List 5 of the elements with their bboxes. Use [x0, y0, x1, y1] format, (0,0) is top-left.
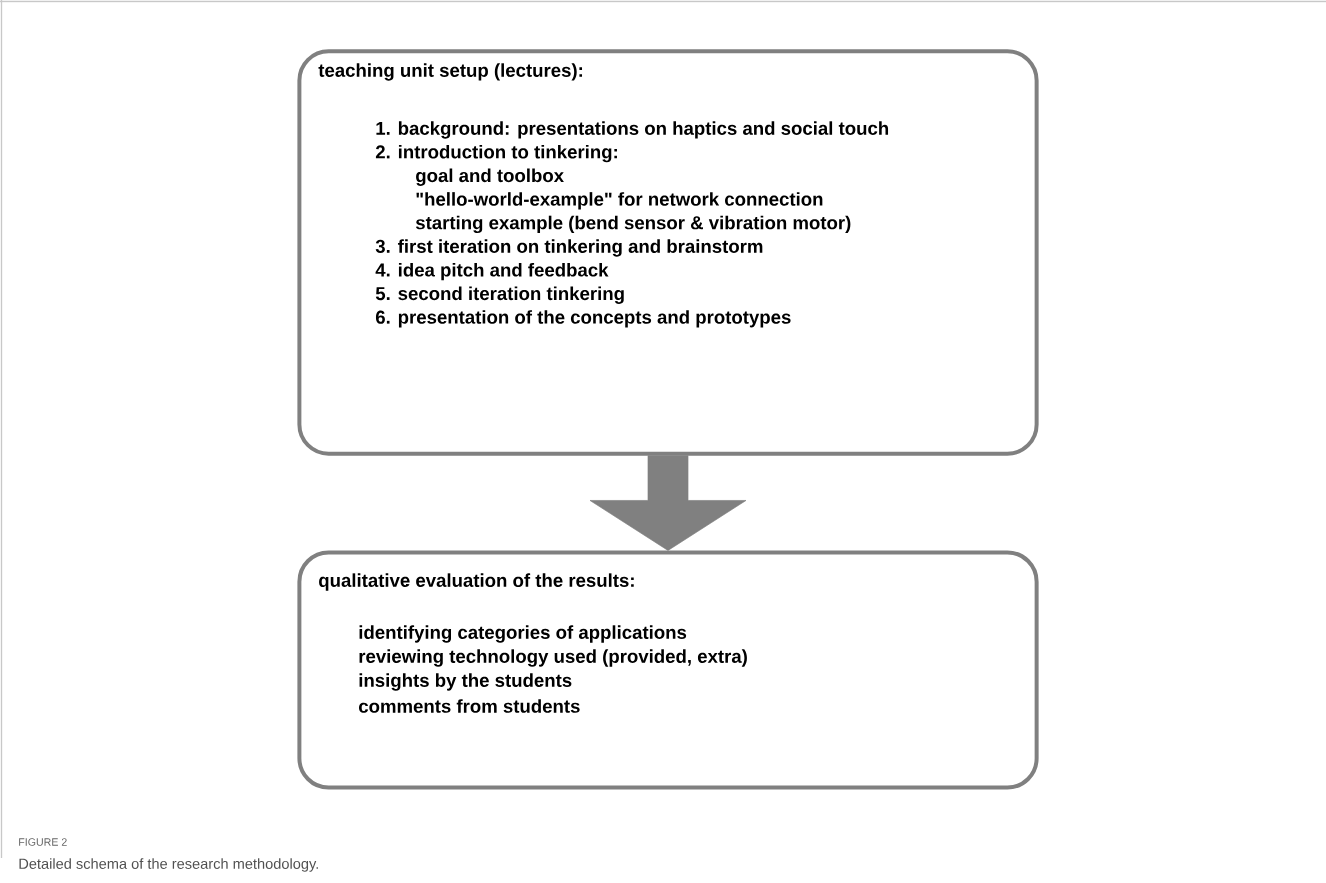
process-box: teaching unit setup (lectures): 1. background: presentations on haptics and social touch 2. introduction to tinkering: goal and toolbox "hello-world-example" for network connection starting example (bend sensor & vibration motor) 3. first iteration on tinkering and brainstorm 4. idea pitch and feedback 5. second iteration tinkering 6. presentation of the concepts and prototypes — [297, 49, 1039, 456]
figure-label: FIGURE 2 — [19, 838, 67, 846]
arrow — [589, 455, 747, 551]
process-box: qualitative evaluation of the results: identifying categories of applications reviewing technology used (provided, extra) insights by the students comments from students — [297, 550, 1039, 790]
caption: Detailed schema of the research methodology. — [19, 858, 318, 872]
